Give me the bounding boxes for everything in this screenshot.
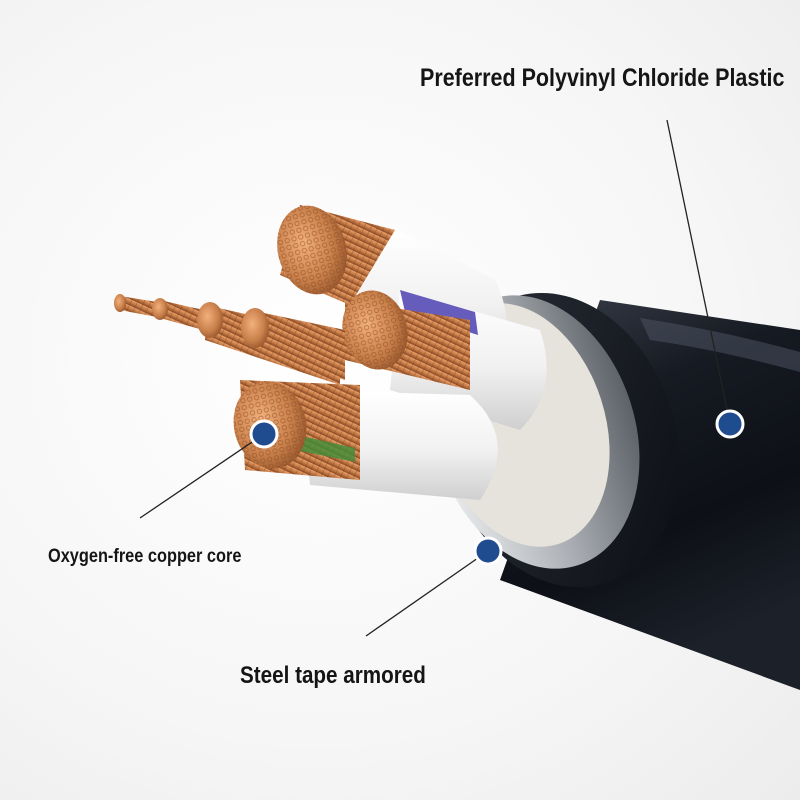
leader-line-steel bbox=[365, 550, 489, 637]
callout-label-steel: Steel tape armored bbox=[240, 662, 426, 689]
leader-line-pvc bbox=[666, 119, 731, 425]
conductor-small-strands bbox=[114, 294, 345, 385]
leader-line-copper bbox=[139, 433, 265, 519]
conductor-lower bbox=[233, 380, 498, 500]
marker-dot-steel bbox=[473, 536, 503, 566]
sheath-highlight bbox=[640, 318, 800, 372]
marker-dot-copper bbox=[249, 419, 279, 449]
marker-dot-pvc bbox=[715, 409, 745, 439]
callout-label-copper: Oxygen-free copper core bbox=[48, 546, 242, 567]
callout-label-pvc: Preferred Polyvinyl Chloride Plastic bbox=[420, 64, 785, 92]
